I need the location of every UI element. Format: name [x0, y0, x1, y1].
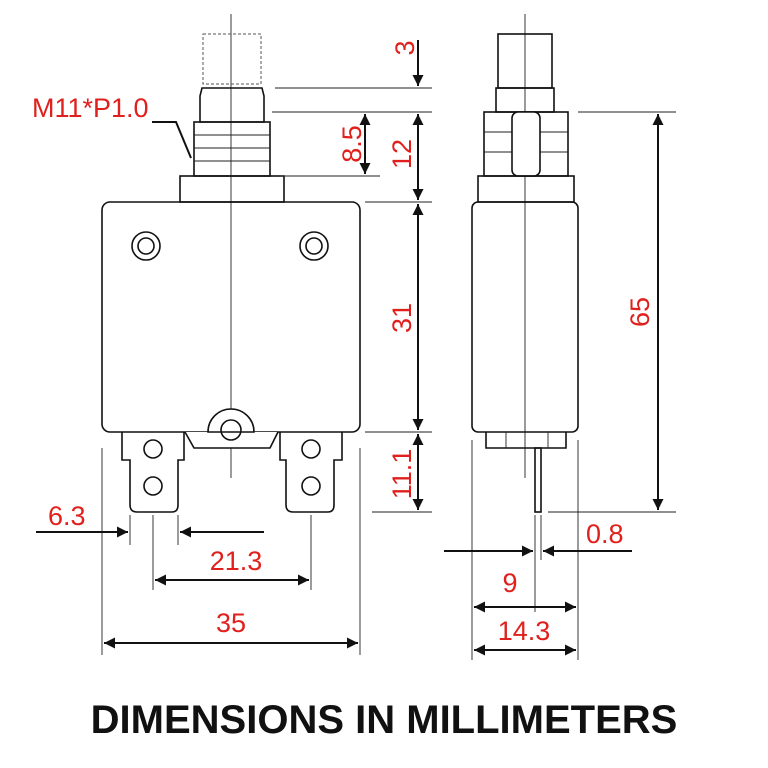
side-hex-nut [477, 175, 575, 203]
dim-label-terminal-height: 11.1 [387, 449, 417, 500]
dim-label-body-depth: 14.3 [498, 616, 551, 646]
dimension-arrows [36, 40, 664, 656]
front-hex-nut [179, 175, 285, 203]
front-view [101, 14, 361, 513]
dim-label-thread-length: 8.5 [337, 125, 367, 163]
mount-hole-right-icon [299, 231, 329, 261]
mount-hole-left-icon [131, 231, 161, 261]
center-rivet-icon [220, 419, 242, 441]
dim-label-button-top: 3 [390, 40, 420, 55]
dim-label-neck-height: 12 [387, 139, 417, 169]
dim-label-terminal-thickness: 0.8 [586, 519, 624, 549]
thread-label: M11*P1.0 [32, 93, 149, 123]
extension-lines [101, 87, 676, 660]
dim-label-body-width: 35 [216, 608, 246, 638]
front-button-pressed-outline [202, 33, 262, 85]
dim-label-total-height: 65 [625, 297, 655, 327]
side-view [471, 14, 579, 513]
terminal-left [121, 432, 185, 513]
dimension-labels: M11*P1.0 3 8.5 12 31 11.1 65 6.3 21.3 35… [32, 40, 655, 646]
side-terminal-blade [534, 447, 542, 513]
side-lever [511, 111, 541, 177]
front-button [199, 87, 265, 123]
dim-label-body-height: 31 [387, 303, 417, 333]
caption: DIMENSIONS IN MILLIMETERS [91, 698, 678, 742]
front-thread-neck [193, 121, 271, 177]
terminal-right [279, 432, 343, 513]
dim-label-terminal-offset: 9 [502, 568, 517, 598]
dim-label-terminal-width: 6.3 [48, 501, 86, 531]
side-body [471, 201, 579, 433]
thread-leader-line [152, 121, 192, 159]
dim-label-terminal-spacing: 21.3 [210, 546, 263, 576]
